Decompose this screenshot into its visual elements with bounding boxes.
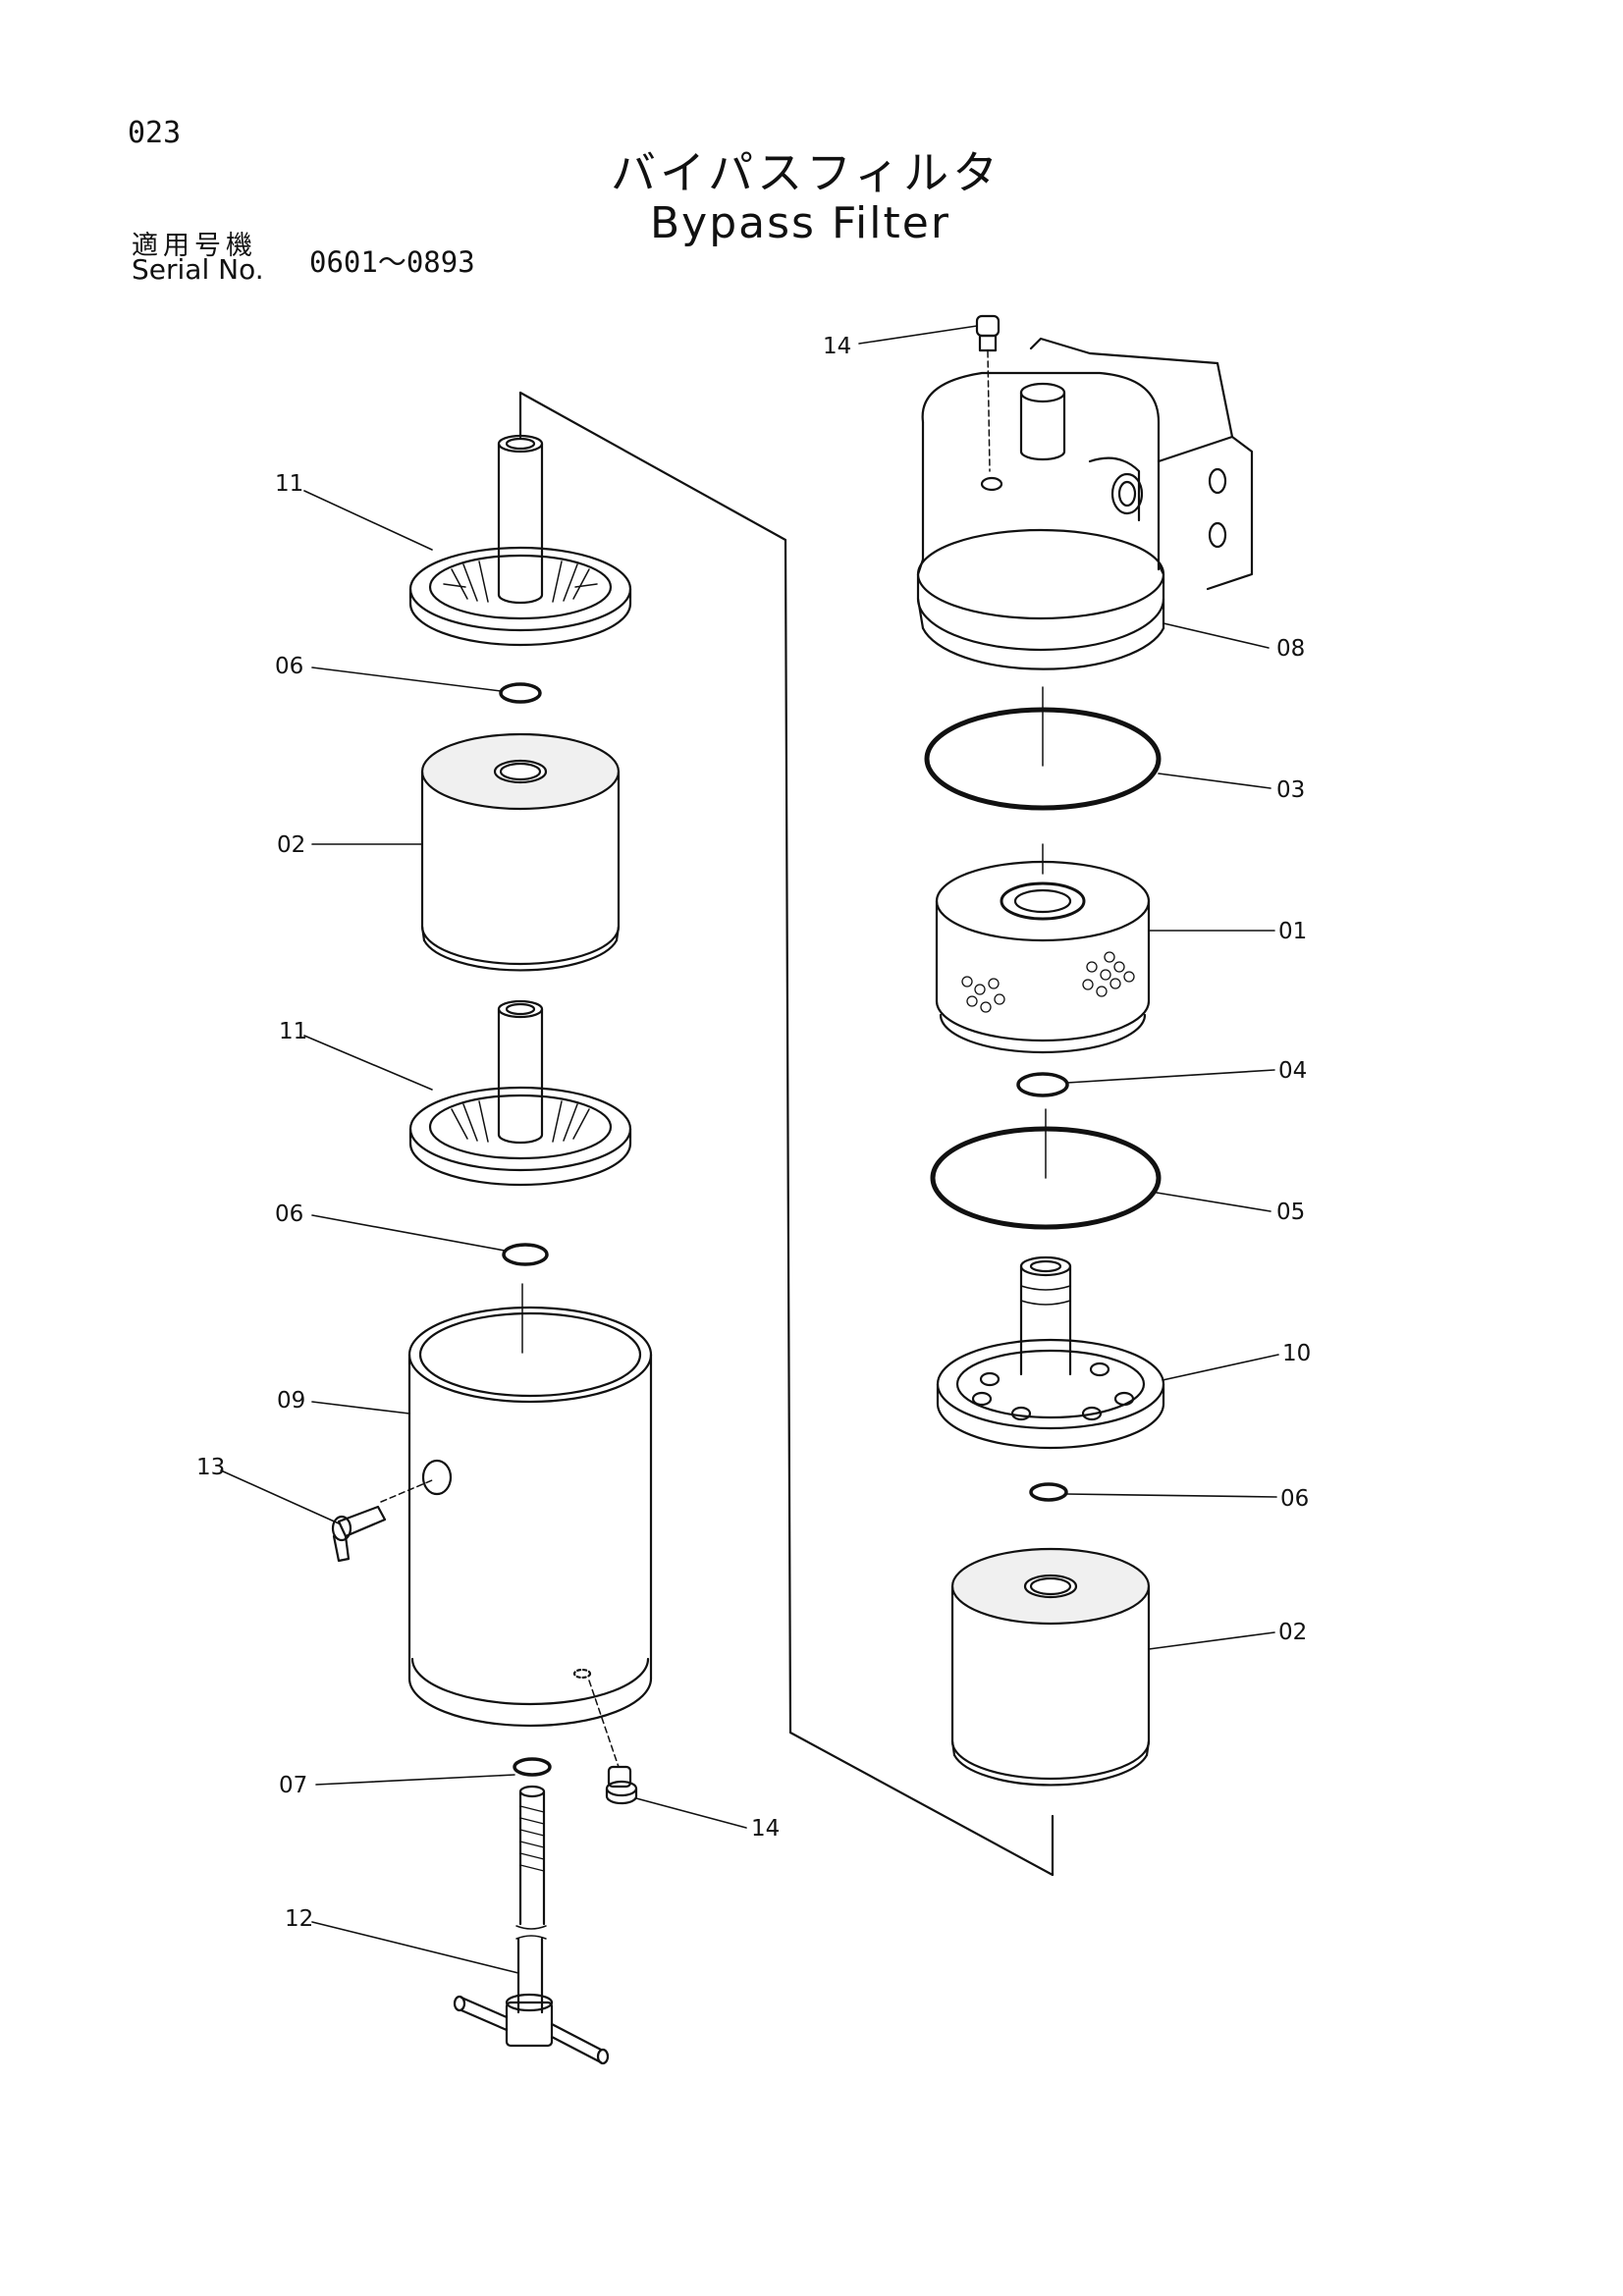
serial-label-english: Serial No.: [132, 253, 264, 286]
part-01-element: [935, 860, 1151, 1054]
callout-02-right: 02: [1278, 1620, 1307, 1645]
leader-line: [1148, 1631, 1275, 1650]
part-06-oring-left-upper: [499, 682, 542, 704]
leader-line: [220, 1469, 340, 1524]
callout-06-left-lower: 06: [275, 1201, 303, 1227]
leader-line: [858, 325, 978, 345]
leader-line: [315, 1774, 515, 1786]
page-number: 023: [128, 116, 182, 150]
serial-label-japanese: 適用号機: [132, 231, 257, 261]
part-14-top-plug: [975, 314, 1001, 472]
leader-line: [635, 1797, 747, 1829]
callout-05: 05: [1276, 1200, 1305, 1225]
part-04-small-oring: [1016, 1072, 1069, 1097]
callout-08: 08: [1276, 636, 1305, 662]
callout-06-left-upper: 06: [275, 654, 303, 679]
part-11-middle-seat: [408, 999, 632, 1187]
assembly-frame-line: [518, 391, 1055, 1877]
part-07-oring: [513, 1757, 552, 1777]
callout-12: 12: [285, 1906, 313, 1932]
callout-03: 03: [1276, 777, 1305, 803]
part-02-element-right: [950, 1547, 1151, 1787]
part-06-oring-left-lower: [502, 1243, 549, 1266]
callout-09: 09: [277, 1388, 305, 1414]
callout-10: 10: [1282, 1341, 1311, 1366]
callout-06-right: 06: [1280, 1486, 1309, 1512]
part-11-top-seat: [408, 434, 632, 647]
callout-02-left: 02: [277, 832, 305, 858]
part-09-case: [407, 1306, 653, 1728]
callout-14-top: 14: [823, 334, 851, 359]
part-02-element-left: [420, 732, 621, 972]
leader-line: [311, 1214, 506, 1252]
leader-line: [303, 1035, 433, 1091]
title-japanese: バイパスフィルタ: [611, 146, 1002, 199]
leader-line: [1066, 1069, 1275, 1084]
callout-14-lower: 14: [751, 1816, 780, 1842]
part-06-oring-right: [1029, 1482, 1068, 1502]
part-12-center-bolt: [453, 1785, 610, 2065]
callout-01: 01: [1278, 919, 1307, 944]
leader-line: [1065, 1493, 1277, 1498]
leader-line: [311, 1401, 410, 1415]
callout-13: 13: [196, 1455, 225, 1480]
callout-11-top: 11: [275, 471, 303, 497]
leader-line: [303, 490, 433, 551]
leader-line: [311, 1921, 519, 1974]
title-english: Bypass Filter: [650, 198, 950, 248]
part-13-drain-cock: [331, 1479, 433, 1563]
callout-07: 07: [279, 1773, 307, 1798]
leader-line: [1158, 773, 1271, 789]
leader-line: [1156, 1192, 1271, 1212]
callout-11-middle: 11: [279, 1019, 307, 1044]
leader-line: [311, 667, 502, 692]
leader-line: [1163, 622, 1270, 649]
part-08-filter-head: [916, 337, 1254, 670]
callout-04: 04: [1278, 1058, 1307, 1084]
leader-lines: [220, 325, 1279, 1974]
leader-line: [1162, 1354, 1279, 1381]
serial-range: 0601～0893: [309, 245, 475, 279]
part-14-lower-plug: [588, 1680, 638, 1805]
part-10-valve-plate: [936, 1255, 1165, 1450]
